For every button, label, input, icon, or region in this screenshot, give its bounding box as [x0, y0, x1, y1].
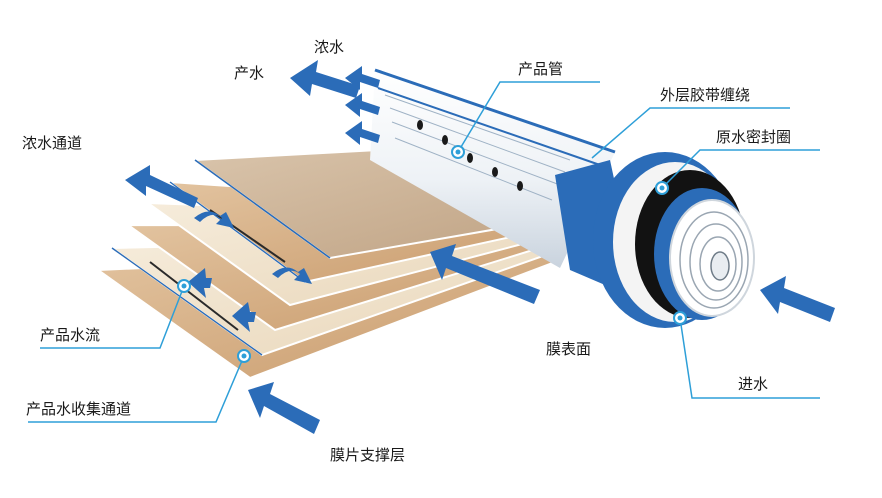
leader-dots — [177, 145, 687, 363]
membrane-surface-arrow — [430, 244, 540, 304]
label-outer-tape: 外层胶带缠绕 — [660, 86, 751, 104]
concentrate-channel-arrow — [125, 165, 198, 208]
leader-permeate-channel — [28, 355, 245, 423]
label-support-layer: 膜片支撑层 — [330, 446, 406, 464]
leader-brine-seal — [661, 149, 820, 189]
concentrate-out-arrow-2 — [345, 93, 380, 117]
product-flow-arrow-2 — [232, 302, 256, 332]
label-permeate-channel: 产品水收集通道 — [26, 400, 132, 418]
flow-arrows — [125, 60, 835, 434]
flow-curve-arrow-1 — [194, 211, 234, 228]
feed-in-arrow — [760, 276, 835, 322]
support-layer-arrow — [248, 382, 320, 434]
label-product-tube: 产品管 — [518, 60, 564, 78]
label-product-flow: 产品水流 — [40, 326, 101, 344]
leader-product-tube — [457, 81, 600, 153]
label-product-water: 产水 — [234, 64, 265, 82]
flow-curve-arrow-2 — [272, 267, 312, 284]
concentrate-out-arrow-3 — [345, 121, 380, 145]
label-membrane-surface: 膜表面 — [546, 340, 592, 358]
leader-feed-in — [679, 317, 820, 399]
end-cap — [593, 152, 755, 328]
concentrate-out-arrow-1 — [345, 66, 380, 90]
product-flow-arrow-1 — [188, 268, 212, 298]
label-concentrate: 浓水 — [314, 38, 345, 56]
label-brine-seal: 原水密封圈 — [716, 128, 792, 146]
leader-product-flow — [40, 285, 185, 349]
label-concentrate-channel: 浓水通道 — [22, 134, 83, 152]
leader-outer-tape — [591, 107, 790, 159]
leader-lines — [28, 81, 820, 423]
product-out-arrow — [290, 60, 360, 98]
label-feed-in: 进水 — [738, 375, 769, 393]
